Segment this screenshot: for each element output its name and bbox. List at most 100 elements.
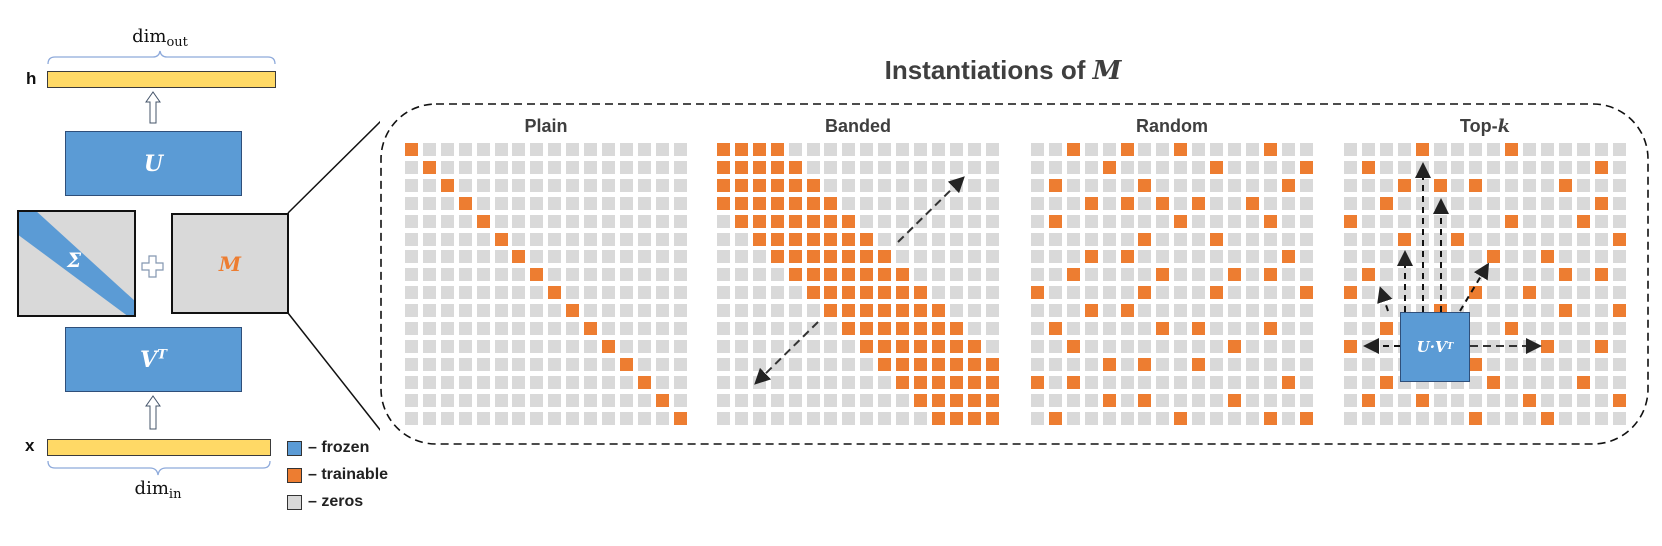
zero-cell [476,339,490,353]
zero-cell [1138,250,1152,264]
zero-cell [1415,411,1429,425]
trainable-cell [1210,160,1223,174]
trainable-cell [1227,268,1241,282]
title-var: M [1092,56,1122,86]
trainable-cell [806,178,820,192]
zero-cell [1084,411,1098,425]
zero-cell [673,268,687,282]
zero-cell [422,322,436,335]
zero-cell [1227,375,1241,389]
zero-cell [717,304,730,318]
zero-cell [1066,214,1080,228]
trainable-cell [1066,339,1080,353]
zero-cell [1433,160,1447,174]
trainable-cell [1397,232,1411,246]
zero-cell [752,304,766,318]
zero-cell [673,357,687,371]
zero-cell [566,286,580,300]
zero-cell [913,232,927,246]
zero-cell [878,143,892,156]
zero-cell [637,196,651,210]
zero-cell [1361,250,1375,264]
zero-cell [1281,322,1295,335]
zero-cell [824,339,838,353]
zero-cell [440,232,454,246]
zero-cell [1612,178,1626,192]
zero-cell [1263,339,1277,353]
trainable-cell [806,250,820,264]
zero-cell [637,268,651,282]
trainable-cell [1523,393,1536,407]
zero-cell [896,250,909,264]
trainable-cell [824,250,838,264]
zero-cell [931,286,945,300]
zero-cell [1540,143,1554,156]
zero-cell [1612,322,1626,335]
zero-cell [440,214,454,228]
zero-cell [1048,286,1062,300]
zero-cell [1469,393,1483,407]
trainable-cell [896,322,909,335]
trainable-cell [1210,232,1223,246]
zero-cell [913,160,927,174]
zero-cell [1594,304,1608,318]
instantiations-title: Instantiations of M [885,55,1122,86]
zero-cell [476,160,490,174]
zero-cell [1120,375,1134,389]
zero-cell [1612,357,1626,371]
zero-cell [717,268,730,282]
zero-cell [1379,214,1393,228]
trainable-cell [1156,268,1170,282]
zero-cell [512,375,526,389]
zero-cell [1263,375,1277,389]
UVT-main: U·V [1416,338,1447,356]
zero-cell [824,411,838,425]
zero-cell [601,286,615,300]
zeros-swatch [287,494,302,510]
trainable-cell [752,214,766,228]
zero-cell [476,178,490,192]
trainable-cell [1523,286,1536,300]
zero-cell [1084,322,1098,335]
zero-cell [1120,339,1134,353]
zero-cell [1576,232,1590,246]
zero-cell [1156,286,1170,300]
zero-cell [1361,196,1375,210]
zero-cell [985,250,999,264]
zero-cell [548,178,562,192]
trainable-cell [842,214,856,228]
zero-cell [405,375,418,389]
zero-cell [1174,322,1188,335]
zero-cell [1138,339,1152,353]
trainable-cell [1361,268,1375,282]
zero-cell [913,143,927,156]
zero-cell [949,250,963,264]
zero-cell [1031,357,1044,371]
zero-cell [1558,357,1572,371]
zero-cell [734,339,748,353]
zero-cell [1344,143,1357,156]
zero-cell [1281,196,1295,210]
zero-cell [1299,268,1313,282]
trainable-cell [860,339,874,353]
zero-cell [1576,143,1590,156]
zero-cell [655,286,669,300]
zero-cell [1594,357,1608,371]
zero-cell [637,339,651,353]
trainable-cell [584,322,597,335]
zero-cell [1379,357,1393,371]
trainable-cell [896,375,909,389]
zero-cell [619,250,633,264]
zero-cell [1612,411,1626,425]
zero-cell [1102,250,1116,264]
zero-cell [1487,393,1501,407]
zero-cell [1245,286,1259,300]
zero-cell [806,322,820,335]
zero-cell [1138,160,1152,174]
zero-cell [1138,411,1152,425]
zero-cell [949,160,963,174]
zero-cell [1344,178,1357,192]
zero-cell [1102,286,1116,300]
zero-cell [1192,214,1206,228]
zero-cell [860,196,874,210]
